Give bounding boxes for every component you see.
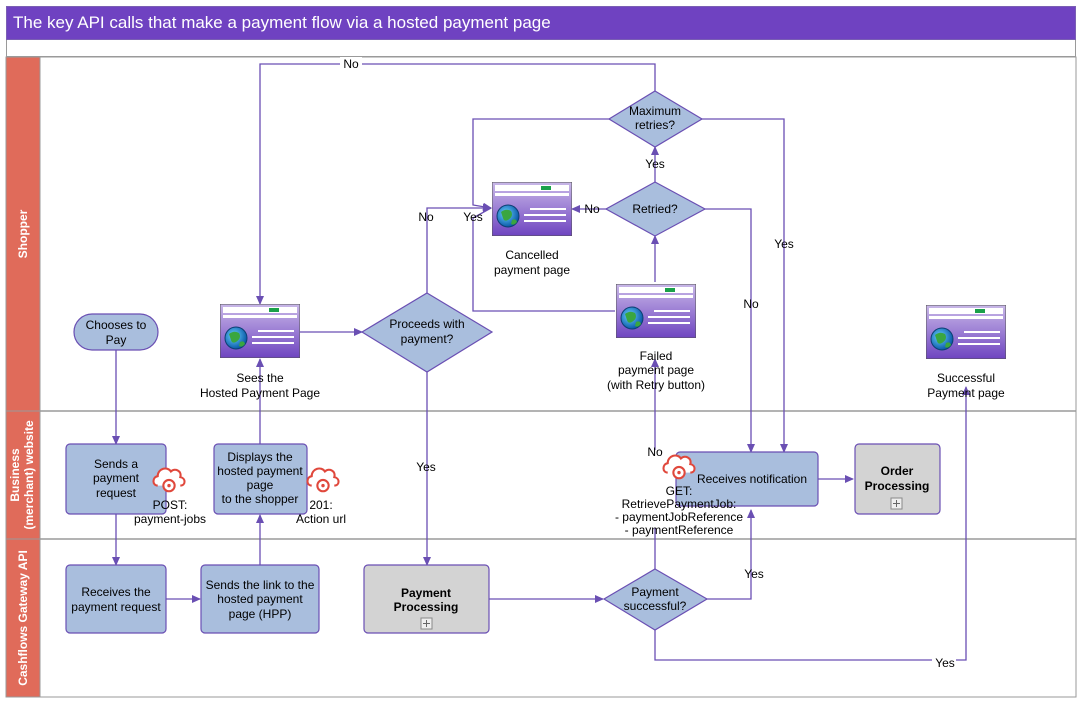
node-chooses-to-pay: Chooses to Pay [73, 313, 159, 351]
lane-label-business-2: (merchant) website [22, 420, 36, 530]
svg-text:payment: payment [93, 471, 140, 485]
node-sees-hpp: Sees the Hosted Payment Page [200, 304, 320, 400]
svg-text:to the shopper: to the shopper [222, 492, 299, 506]
svg-text:Maximum: Maximum [629, 104, 681, 118]
svg-text:- paymentJobReference: - paymentJobReference [615, 510, 743, 524]
svg-text:hosted payment: hosted payment [217, 464, 303, 478]
node-payment-processing: Payment Processing [363, 564, 490, 634]
node-receives-request: Receives the payment request [65, 564, 167, 634]
svg-text:page (HPP): page (HPP) [229, 607, 292, 621]
node-payment-successful-decision: Payment successful? [602, 568, 709, 631]
cloud-api-icon [306, 467, 340, 493]
svg-text:Chooses to: Chooses to [86, 318, 147, 332]
api-post-label: POST: payment-jobs [134, 467, 206, 526]
lane-header-business [5, 410, 41, 540]
svg-text:Action url: Action url [296, 512, 346, 526]
edge-label-no: No [343, 57, 359, 71]
webpage-icon [220, 304, 300, 358]
page-title: The key API calls that make a payment fl… [13, 13, 551, 32]
svg-text:Retried?: Retried? [632, 202, 678, 216]
edge-label-no: No [743, 297, 759, 311]
lane-label-business-1: Business [8, 448, 22, 502]
node-sends-link: Sends the link to the hosted payment pag… [200, 564, 320, 634]
webpage-icon [616, 284, 696, 338]
svg-text:- paymentReference: - paymentReference [625, 523, 734, 537]
node-sends-request: Sends a payment request [65, 443, 167, 515]
edge-label-no: No [647, 445, 663, 459]
edge-label-no: No [418, 210, 434, 224]
edge-label-yes: Yes [645, 157, 665, 171]
svg-text:retries?: retries? [635, 118, 675, 132]
node-max-retries-decision: Maximum retries? [607, 90, 704, 148]
svg-text:Receives the: Receives the [81, 585, 151, 599]
edge-label-yes: Yes [416, 460, 436, 474]
edge-label-yes: Yes [935, 656, 955, 670]
edge-label-yes: Yes [463, 210, 483, 224]
svg-text:Receives notification: Receives notification [697, 472, 807, 486]
svg-text:POST:: POST: [153, 498, 188, 512]
node-successful-page: Successful Payment page [926, 305, 1006, 400]
edge-label-yes: Yes [774, 237, 794, 251]
node-proceeds-decision: Proceeds with payment? [360, 292, 494, 373]
api-201-label: 201: Action url [296, 467, 346, 526]
svg-text:Payment: Payment [401, 586, 451, 600]
lane-label-api: Cashflows Gateway API [16, 550, 30, 686]
svg-text:Payment: Payment [631, 585, 679, 599]
svg-text:Cancelled: Cancelled [505, 248, 558, 262]
svg-text:Displays the: Displays the [227, 450, 293, 464]
connectors [112, 63, 970, 661]
swimlanes: Shopper Business (merchant) website Cash… [5, 56, 1077, 698]
svg-text:Sees the: Sees the [236, 371, 284, 385]
title-bar: The key API calls that make a payment fl… [6, 6, 1076, 40]
svg-text:Failed: Failed [640, 349, 673, 363]
edge-labels: No Yes No No Yes Yes No Yes No Yes Yes [340, 57, 956, 670]
svg-text:successful?: successful? [624, 599, 687, 613]
svg-text:Successful: Successful [937, 371, 995, 385]
node-order-processing: Order Processing [854, 443, 941, 515]
svg-text:Processing: Processing [865, 479, 930, 493]
node-displays-hpp: Displays the hosted payment page to the … [213, 443, 308, 515]
webpage-icon [926, 305, 1006, 359]
svg-text:Sends a: Sends a [94, 457, 138, 471]
svg-text:GET:: GET: [666, 484, 693, 498]
svg-text:page: page [247, 478, 274, 492]
svg-text:payment page: payment page [494, 263, 570, 277]
svg-text:Proceeds with: Proceeds with [389, 317, 464, 331]
svg-text:payment?: payment? [401, 332, 454, 346]
svg-text:Order: Order [881, 464, 914, 478]
svg-text:Hosted Payment Page: Hosted Payment Page [200, 386, 320, 400]
svg-text:payment request: payment request [71, 600, 161, 614]
lane-header-api [5, 538, 41, 698]
svg-text:Pay: Pay [106, 333, 127, 347]
svg-text:Sends the link to the: Sends the link to the [206, 578, 315, 592]
svg-text:201:: 201: [309, 498, 332, 512]
svg-text:payment page: payment page [618, 363, 694, 377]
svg-text:(with Retry button): (with Retry button) [607, 378, 705, 392]
node-retried-decision: Retried? [604, 181, 707, 237]
svg-text:Payment page: Payment page [927, 386, 1005, 400]
api-get-label: GET: RetrievePaymentJob: - paymentJobRef… [615, 454, 743, 537]
svg-text:payment-jobs: payment-jobs [134, 512, 206, 526]
edge-label-yes: Yes [744, 567, 764, 581]
node-failed-page: Failed payment page (with Retry button) [607, 284, 705, 392]
webpage-icon [492, 182, 572, 236]
node-cancelled-page: Cancelled payment page [492, 182, 572, 277]
node-receives-notification: Receives notification [675, 451, 819, 507]
svg-text:Processing: Processing [394, 600, 459, 614]
svg-text:hosted payment: hosted payment [217, 592, 303, 606]
lane-label-shopper: Shopper [16, 209, 30, 258]
svg-text:RetrievePaymentJob:: RetrievePaymentJob: [622, 497, 737, 511]
edge-label-no: No [584, 202, 600, 216]
svg-text:request: request [96, 486, 137, 500]
lane-header-shopper [5, 56, 41, 412]
